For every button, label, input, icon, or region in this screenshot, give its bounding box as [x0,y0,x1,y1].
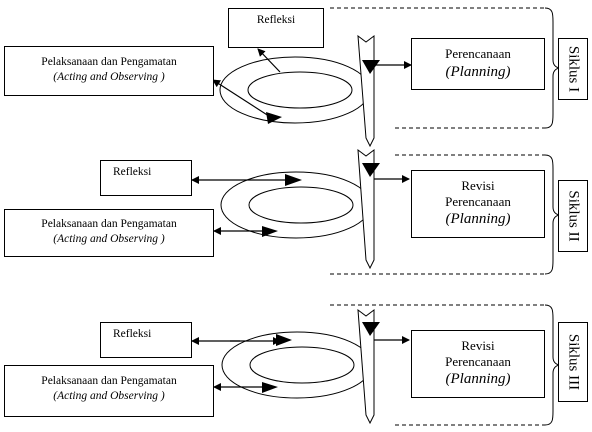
cycle-1-acting-box: Pelaksanaan dan Pengamatan (Acting and O… [4,46,214,96]
cycle-2-shaft [357,148,375,270]
cycle-1-label-box: Siklus I [558,38,588,100]
cycle-3-graphics [191,304,562,426]
cycle-1-acting-sublabel: (Acting and Observing ) [53,71,165,83]
cycle-1-arrowhead-black [362,60,380,74]
cycle-3-spiral-arrow-bottom [262,382,278,393]
cycle-1-graphics [212,7,562,148]
cycle-1-arrow-acting [212,79,276,121]
cycle-2-planning-box: Revisi Perencanaan (Planning) [411,170,545,238]
cycle-3-label: Siklus III [565,333,582,391]
cycle-1-acting-label: Pelaksanaan dan Pengamatan [41,56,177,68]
cycle-2-planning-term: (Planning) [445,211,511,227]
cycle-3-planning-line-2: Perencanaan [445,354,511,369]
cycle-2-acting-sublabel: (Acting and Observing ) [53,233,165,245]
cycle-3-planning-term: (Planning) [445,371,511,387]
cycle-2-spiral-arrow-top [285,174,302,186]
cycle-2-planning-line-2: Perencanaan [445,194,511,209]
cycle-2-arrowhead-black [362,163,380,177]
cycle-3-spiral-inner [249,346,355,384]
cycle-2-spiral-inner [248,186,354,224]
cycle-1-planning-box: Perencanaan (Planning) [411,38,545,90]
cycle-2-label-box: Siklus II [558,180,588,252]
cycle-3-label-box: Siklus III [558,322,588,402]
cycle-2-planning-line-1: Revisi [461,178,495,193]
cycle-3-acting-box: Pelaksanaan dan Pengamatan (Acting and O… [4,365,214,417]
cycle-2-acting-box: Pelaksanaan dan Pengamatan (Acting and O… [4,209,214,257]
cycle-3-acting-sublabel: (Acting and Observing ) [53,390,165,402]
cycle-1-reflection-label: Refleksi [256,14,296,26]
cycle-3-reflection-label: Refleksi [113,328,152,340]
cycle-2-label: Siklus II [565,190,582,242]
cycle-1-planning-line-1: Perencanaan [445,46,511,61]
cycle-1-planning-term: (Planning) [445,64,511,80]
cycle-3-planning-box: Revisi Perencanaan (Planning) [411,330,545,398]
cycle-3-acting-label: Pelaksanaan dan Pengamatan [41,375,177,387]
cycle-1-arrow-reflection [257,48,281,73]
cycle-2-reflection-box: Refleksi [100,160,192,196]
cycle-3-arrowhead-black [362,322,380,336]
cycle-1-reflection-box: Refleksi [228,8,324,48]
cycle-2-reflection-label: Refleksi [113,166,152,178]
cycle-2-acting-label: Pelaksanaan dan Pengamatan [41,218,177,230]
cycle-1-label: Siklus I [565,45,582,93]
cycle-2-graphics [191,148,562,275]
cycle-1-spiral-inner [247,71,353,109]
cycle-3-planning-line-1: Revisi [461,338,495,353]
cycle-1-spiral-arrow [266,112,282,124]
cycle-3-reflection-box: Refleksi [100,322,192,358]
cycle-3-shaft [357,308,375,425]
cycle-2-spiral-arrow-bottom [262,226,278,237]
